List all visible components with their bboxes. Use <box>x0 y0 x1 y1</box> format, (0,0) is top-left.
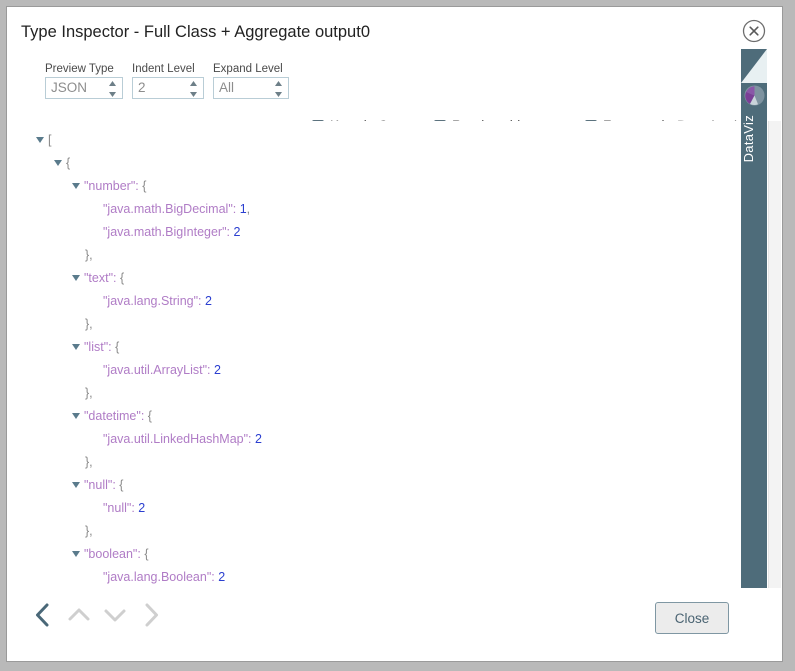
collapse-toggle-icon[interactable] <box>72 550 80 557</box>
collapse-toggle-icon[interactable] <box>72 343 80 350</box>
json-key: "boolean": <box>84 547 141 561</box>
chevron-down-icon[interactable] <box>102 600 128 630</box>
json-value: 2 <box>214 363 221 377</box>
json-line: "datetime": { <box>36 405 781 428</box>
chevron-left-icon[interactable] <box>30 600 56 630</box>
json-line: "java.math.BigInteger": 2 <box>36 221 781 244</box>
json-close-brace: }, <box>85 248 93 262</box>
json-close-brace: }, <box>85 386 93 400</box>
collapse-toggle-icon[interactable] <box>72 481 80 488</box>
json-line: "text": { <box>36 267 781 290</box>
json-value: 2 <box>233 225 241 239</box>
chevron-up-icon[interactable] <box>66 600 92 630</box>
preview-type-spinbox[interactable]: JSON <box>45 77 123 99</box>
json-line: "java.util.LinkedHashMap": 2 <box>36 428 781 451</box>
close-circle-icon[interactable] <box>742 19 766 43</box>
indent-level-field: Indent Level 2 <box>132 63 204 99</box>
json-tree: [{"number": {"java.math.BigDecimal": 1,"… <box>8 121 781 588</box>
json-open-brace: { <box>115 340 120 354</box>
json-line: "number": { <box>36 175 781 198</box>
pie-chart-icon <box>744 85 765 106</box>
json-key: "java.lang.Boolean": <box>103 570 215 584</box>
close-button[interactable]: Close <box>655 602 729 634</box>
json-line: "java.lang.Boolean": 2 <box>36 566 781 588</box>
json-key: "number": <box>84 179 139 193</box>
json-open-brace: { <box>144 547 149 561</box>
indent-level-spinbox[interactable]: 2 <box>132 77 204 99</box>
json-value: 2 <box>205 294 212 308</box>
dataviz-corner-fold <box>741 49 767 83</box>
json-key: "null": <box>103 501 135 515</box>
json-line: [ <box>36 129 781 152</box>
expand-level-stepper[interactable] <box>274 80 283 98</box>
dialog-title: Type Inspector - Full Class + Aggregate … <box>21 23 370 41</box>
preview-type-stepper[interactable] <box>108 80 117 98</box>
inspector-toolbar: Preview Type JSON Indent Level 2 <box>7 55 782 160</box>
preview-type-field: Preview Type JSON <box>45 63 123 99</box>
json-open-brace: { <box>119 271 125 285</box>
json-key: "null": <box>84 478 116 492</box>
json-line: "null": { <box>36 474 781 497</box>
collapse-toggle-icon[interactable] <box>72 412 80 419</box>
expand-level-value: All <box>219 80 235 95</box>
collapse-toggle-icon[interactable] <box>36 136 44 143</box>
expand-level-spinbox[interactable]: All <box>213 77 289 99</box>
json-open-brace: { <box>119 478 124 492</box>
collapse-toggle-icon[interactable] <box>72 274 80 281</box>
json-key: "java.math.BigDecimal": <box>103 202 237 216</box>
json-close-brace: }, <box>85 524 93 538</box>
dialog-titlebar: Type Inspector - Full Class + Aggregate … <box>7 7 782 55</box>
json-line: }, <box>36 520 781 543</box>
indent-level-value: 2 <box>138 80 146 95</box>
json-value: 2 <box>255 432 262 446</box>
json-open-brace: [ <box>48 133 52 147</box>
preview-type-label: Preview Type <box>45 63 114 75</box>
json-line: "null": 2 <box>36 497 781 520</box>
json-open-brace: { <box>147 409 152 423</box>
json-key: "list": <box>84 340 112 354</box>
json-line: }, <box>36 244 781 267</box>
expand-level-label: Expand Level <box>213 63 283 75</box>
json-line: "list": { <box>36 336 781 359</box>
json-comma: , <box>246 202 251 216</box>
chevron-right-icon[interactable] <box>138 600 164 630</box>
json-line: { <box>36 152 781 175</box>
json-value: 2 <box>218 570 226 584</box>
json-line: "java.lang.String": 2 <box>36 290 781 313</box>
json-tree-viewer[interactable]: [{"number": {"java.math.BigDecimal": 1,"… <box>8 121 781 588</box>
json-key: "java.math.BigInteger": <box>103 225 230 239</box>
json-key: "datetime": <box>84 409 145 423</box>
json-value: 2 <box>138 501 146 515</box>
json-key: "text": <box>84 271 117 285</box>
json-close-brace: }, <box>85 317 93 331</box>
type-inspector-dialog: Type Inspector - Full Class + Aggregate … <box>6 6 783 662</box>
collapse-toggle-icon[interactable] <box>54 159 62 166</box>
dialog-footer: Close <box>8 588 781 660</box>
json-open-brace: { <box>66 156 71 170</box>
dataviz-tab-label: DataViz <box>741 115 756 163</box>
json-line: "boolean": { <box>36 543 781 566</box>
json-line: }, <box>36 382 781 405</box>
indent-level-stepper[interactable] <box>189 80 198 98</box>
json-close-brace: }, <box>85 455 93 469</box>
json-line: }, <box>36 451 781 474</box>
viewer-scrollbar[interactable] <box>768 121 781 588</box>
navigation-controls <box>30 600 164 630</box>
json-key: "java.util.LinkedHashMap": <box>103 432 252 446</box>
indent-level-label: Indent Level <box>132 63 195 75</box>
json-line: "java.util.ArrayList": 2 <box>36 359 781 382</box>
json-value: 1 <box>239 202 247 216</box>
json-line: "java.math.BigDecimal": 1, <box>36 198 781 221</box>
collapse-toggle-icon[interactable] <box>72 182 80 189</box>
json-key: "java.lang.String": <box>103 294 202 308</box>
preview-type-value: JSON <box>51 80 88 95</box>
json-key: "java.util.ArrayList": <box>103 363 211 377</box>
json-open-brace: { <box>142 179 147 193</box>
dataviz-side-tab[interactable]: DataViz <box>741 49 767 615</box>
expand-level-field: Expand Level All <box>213 63 289 99</box>
json-line: }, <box>36 313 781 336</box>
